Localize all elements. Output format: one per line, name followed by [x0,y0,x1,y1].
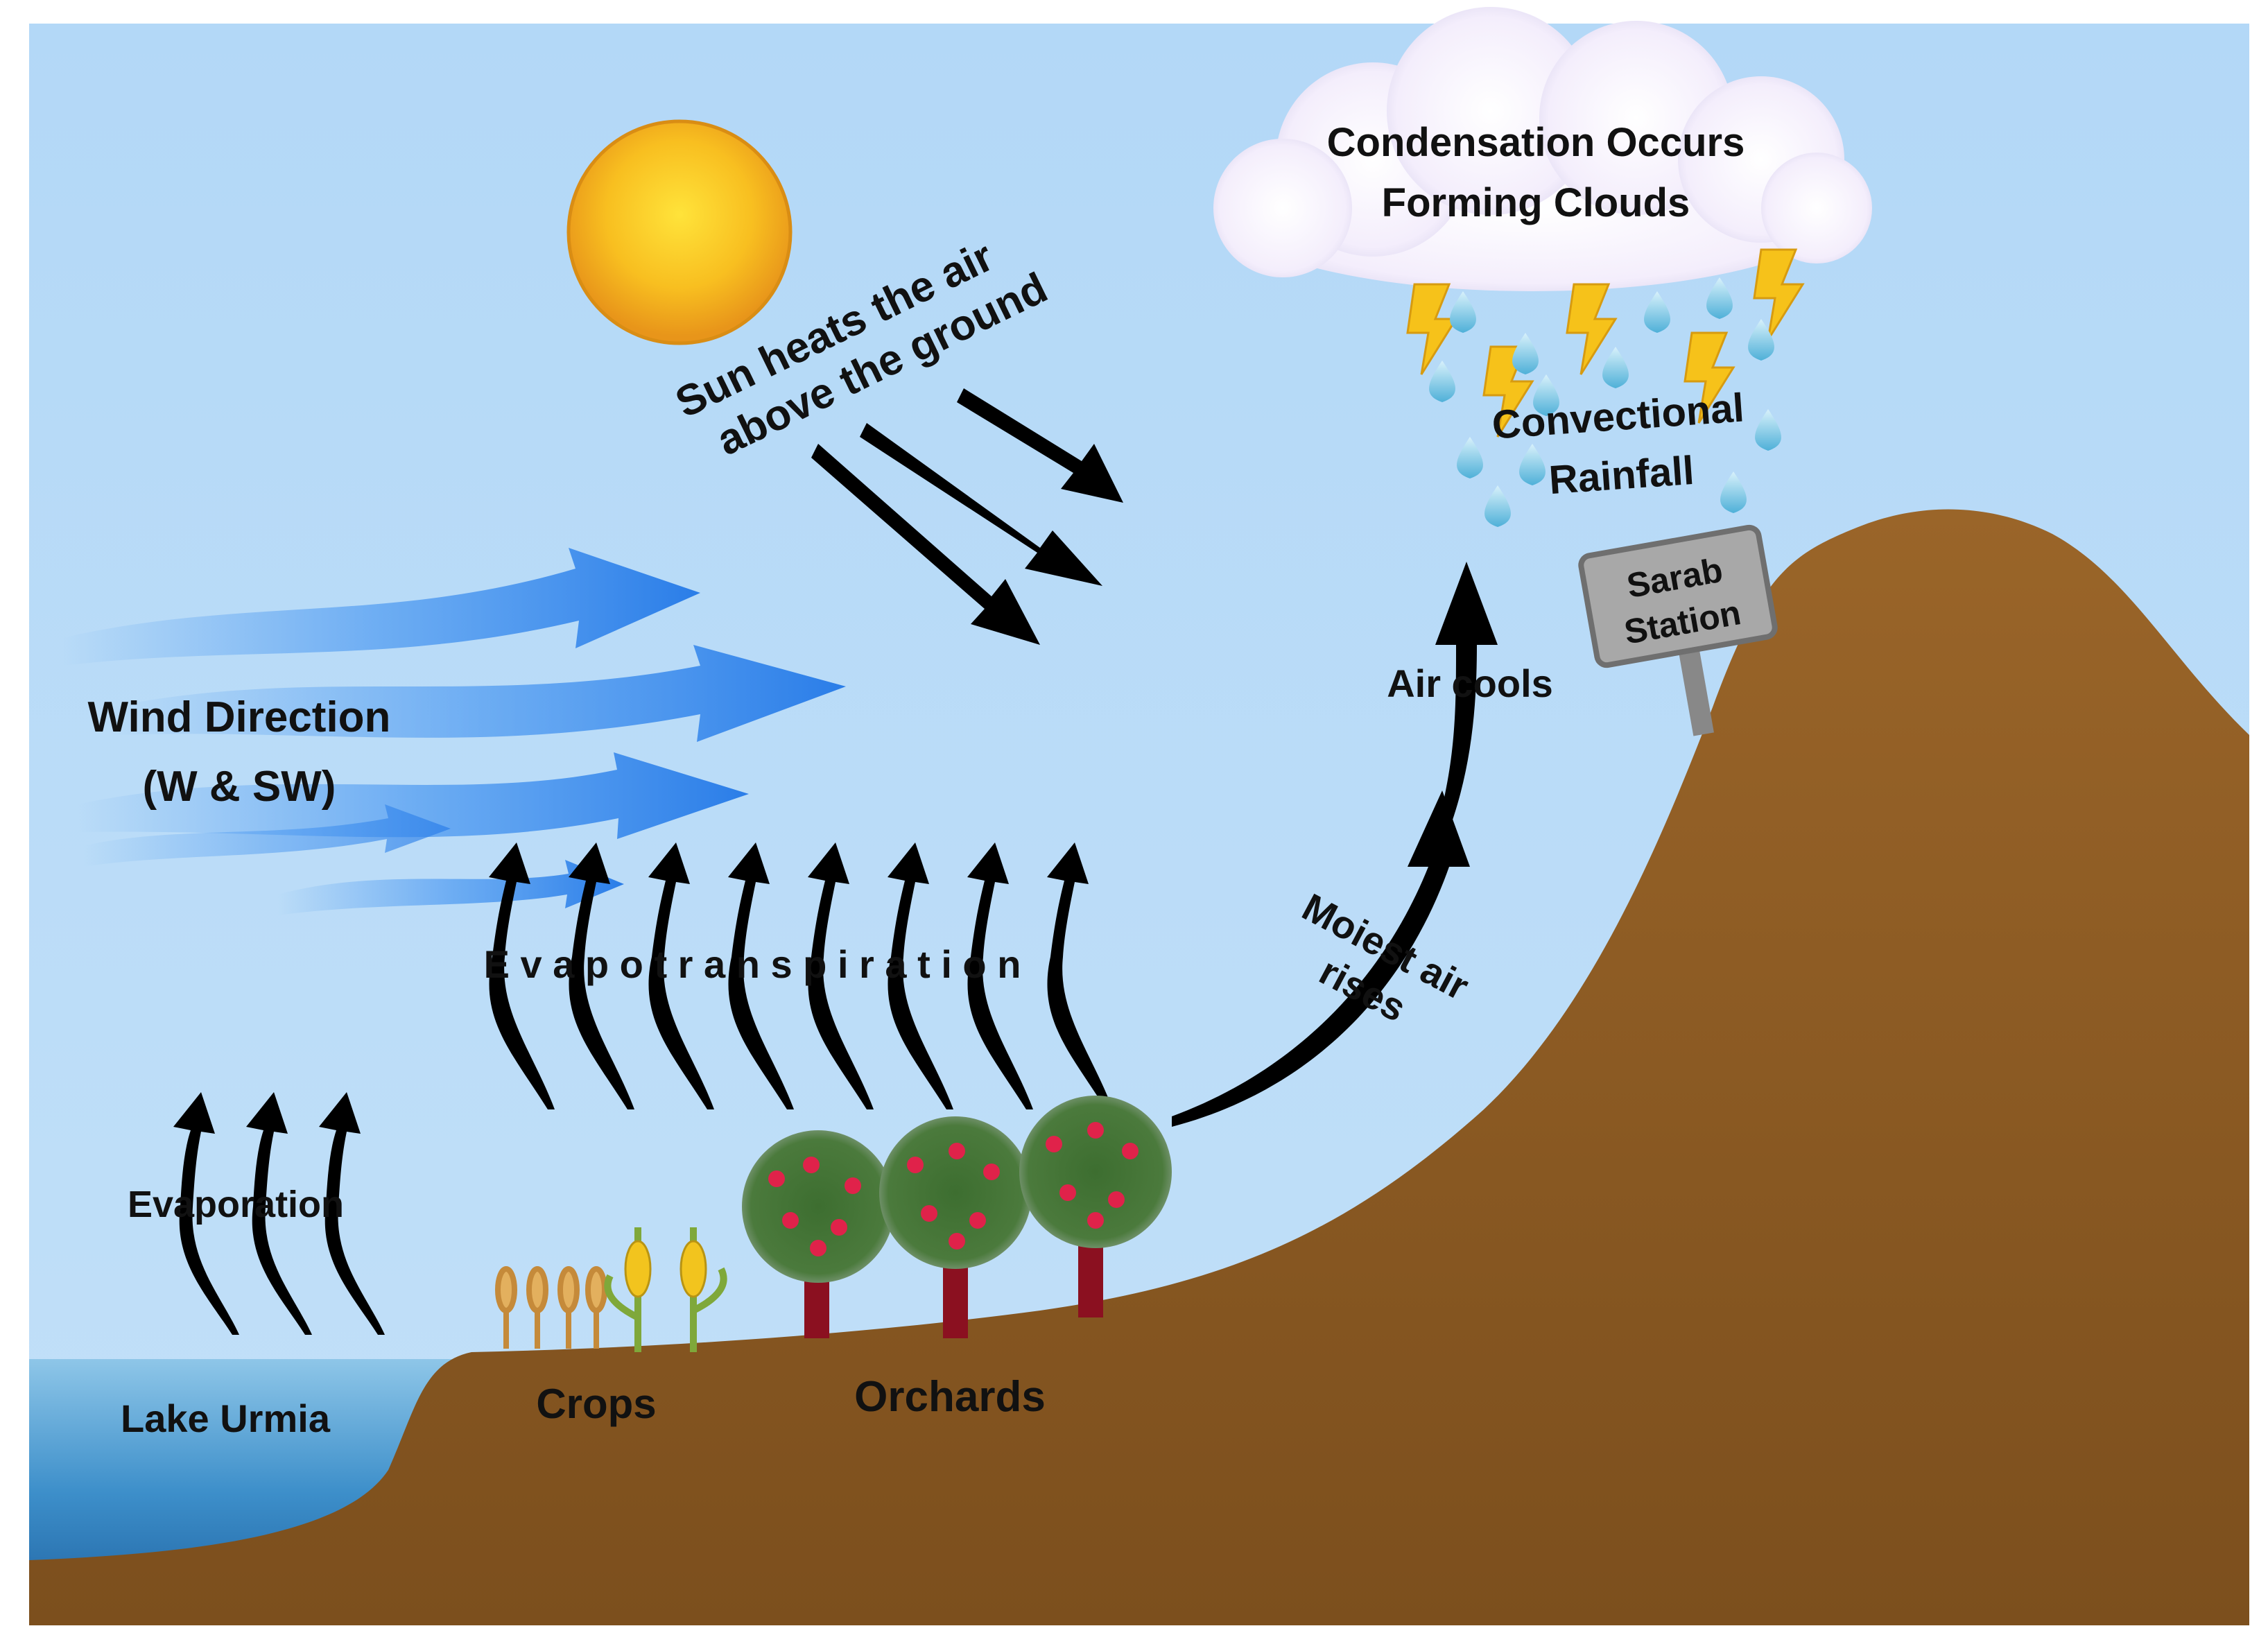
crops-icon [495,1227,727,1352]
evapotranspiration-label: E v a p o t r a n s p i r a t i o n [484,942,1021,986]
rain-drops [1429,277,1781,527]
cloud-icon [1213,7,1872,291]
evapotranspiration-arrows [489,842,1113,1109]
wind-arrows [62,548,846,915]
sun-icon [566,119,793,345]
orchards-label: Orchards [854,1373,1046,1421]
crops-label: Crops [536,1381,656,1427]
lake-label: Lake Urmia [121,1397,331,1440]
evaporation-label: Evaporation [128,1184,344,1225]
sun-ray-arrows [811,388,1123,645]
mountain-ground [29,509,2249,1625]
evaporation-arrows [173,1092,385,1335]
orchard-trees [742,1096,1172,1338]
moist-air-arrow [1172,562,1498,1127]
sarab-station-sign [1578,524,1778,736]
rainfall-label-line2: Rainfall [1548,448,1696,503]
cloud-label-line2: Forming Clouds [1382,180,1690,225]
air-cools-label: Air cools [1387,662,1553,705]
wind-label-line1: Wind Direction [88,693,391,741]
wind-label-line2: (W & SW) [143,763,336,811]
lightning-icons [1406,248,1805,438]
cloud-label-line1: Condensation Occurs [1327,120,1745,165]
